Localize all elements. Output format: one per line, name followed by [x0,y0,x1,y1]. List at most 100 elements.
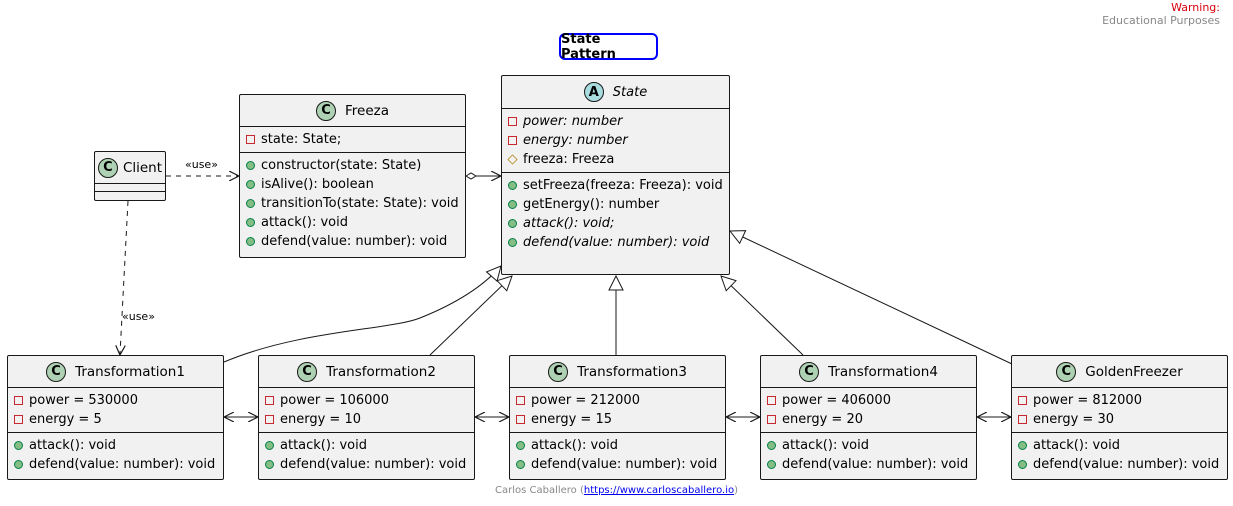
public-icon [246,237,255,246]
class-name: Transformation1 [75,363,185,380]
class-name: Transformation2 [326,363,436,380]
private-icon [265,415,274,424]
generalization-edge-gold [730,231,1013,365]
class-badge-icon: C [297,361,318,382]
footer-link[interactable]: https://www.carloscaballero.io [583,485,735,496]
private-icon [265,396,274,405]
generalization-edge-t4 [721,276,804,356]
public-icon [265,460,274,469]
class-transformation3[interactable]: C Transformation3 power = 212000 energy … [509,355,726,480]
field-row: power = 812000 [1018,391,1227,410]
method-row: getEnergy(): number [508,195,729,214]
private-icon [767,415,776,424]
generalization-edge-t2 [429,276,512,356]
public-icon [767,460,776,469]
methods-section: setFreeza(freeza: Freeza): void getEnerg… [502,173,729,255]
method-row: defend(value: number): void [265,455,474,474]
class-name: Client [122,159,163,176]
fields-section [95,184,165,192]
class-header: A State [502,76,729,109]
field-row: energy = 20 [767,410,976,429]
method-row: attack(): void [265,436,474,455]
method-row: attack(): void [246,213,465,232]
class-header: C GoldenFreezer [1012,356,1227,388]
diagram-title: State Pattern [559,32,658,62]
fields-section: power = 812000 energy = 30 [1012,388,1227,433]
public-icon [265,441,274,450]
class-freeza[interactable]: C Freeza state: State; constructor(state… [239,94,466,258]
class-badge-icon: C [315,100,336,121]
fields-section: power = 212000 energy = 15 [510,388,725,433]
footer-credit: Carlos Caballero (https://www.carloscaba… [0,485,1233,496]
warning-label: Warning: [1171,1,1220,14]
method-row: transitionTo(state: State): void [246,194,465,213]
class-name: Transformation3 [577,363,687,380]
class-header: C Client [95,152,165,184]
public-icon [508,181,517,190]
field-row: energy = 15 [516,410,725,429]
abstract-badge-icon: A [583,82,604,102]
class-badge-icon: C [46,361,67,382]
method-row: constructor(state: State) [246,156,465,175]
class-badge-icon: C [799,361,820,382]
field-row: power = 406000 [767,391,976,410]
field-row: power = 212000 [516,391,725,410]
class-name: State [612,84,648,100]
methods-section: attack(): void defend(value: number): vo… [8,433,223,477]
methods-section [95,192,165,199]
private-icon [767,396,776,405]
class-goldenfreezer[interactable]: C GoldenFreezer power = 812000 energy = … [1011,355,1228,480]
public-icon [516,441,525,450]
fields-section: power = 530000 energy = 5 [8,388,223,433]
class-header: C Freeza [240,95,465,127]
method-row: defend(value: number): void [1018,455,1227,474]
method-row: defend(value: number): void [246,232,465,251]
private-icon [1018,415,1027,424]
method-row: attack(): void [767,436,976,455]
field-row: energy = 30 [1018,410,1227,429]
warning-subtitle: Educational Purposes [1102,14,1220,27]
class-name: Freeza [344,102,389,119]
private-icon [516,415,525,424]
public-icon [14,460,23,469]
private-icon [1018,396,1027,405]
class-header: C Transformation3 [510,356,725,388]
class-header: C Transformation1 [8,356,223,388]
public-icon [516,460,525,469]
private-icon [516,396,525,405]
method-row: attack(): void [516,436,725,455]
generalization-edge-t1 [223,266,501,363]
public-icon [508,219,517,228]
field-row: energy = 5 [14,410,223,429]
class-transformation4[interactable]: C Transformation4 power = 406000 energy … [760,355,977,480]
public-icon [246,199,255,208]
class-transformation1[interactable]: C Transformation1 power = 530000 energy … [7,355,224,480]
use-edge-client-t1 [120,200,129,354]
field-row: power = 106000 [265,391,474,410]
field-row: energy = 10 [265,410,474,429]
class-transformation2[interactable]: C Transformation2 power = 106000 energy … [258,355,475,480]
class-client[interactable]: C Client [94,151,166,201]
fields-section: power = 406000 energy = 20 [761,388,976,433]
private-icon [14,415,23,424]
public-icon [767,441,776,450]
method-row: attack(): void [1018,436,1227,455]
public-icon [14,441,23,450]
method-row: defend(value: number): void [14,455,223,474]
field-row: freeza: Freeza [507,150,729,169]
class-state[interactable]: A State power: number energy: number fre… [501,75,730,275]
private-icon [14,396,23,405]
field-row: power = 530000 [14,391,223,410]
protected-icon [507,154,518,165]
footer-author: Carlos Caballero ( [494,485,584,496]
fields-section: state: State; [240,127,465,153]
public-icon [246,180,255,189]
class-header: C Transformation4 [761,356,976,388]
method-row: defend(value: number): void [516,455,725,474]
class-badge-icon: C [1056,361,1077,382]
field-row: power: number [508,112,729,131]
method-row: isAlive(): boolean [246,175,465,194]
field-row: state: State; [246,130,465,149]
field-row: energy: number [508,131,729,150]
